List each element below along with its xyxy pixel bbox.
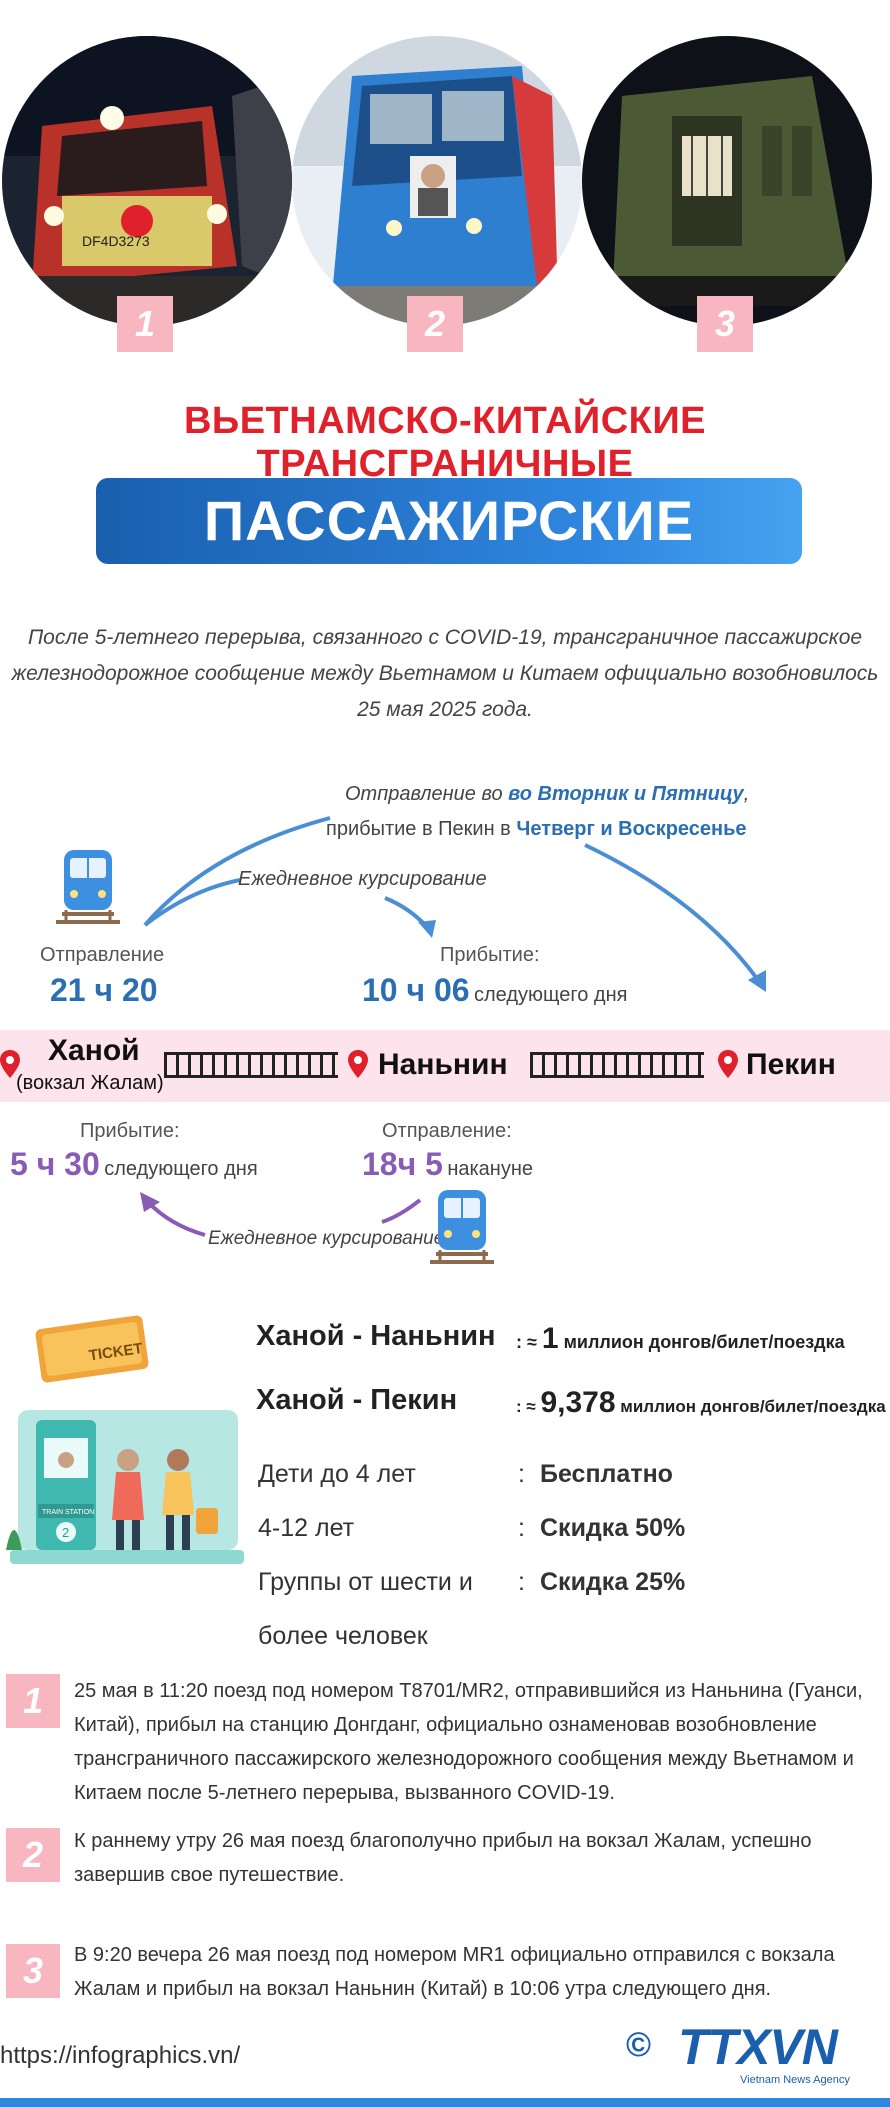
- discount-category: 4-12 лет: [258, 1514, 355, 1542]
- title-banner: ПАССАЖИРСКИЕ ПОЕЗДА: [96, 478, 802, 638]
- outbound-depart-label: Отправление: [40, 944, 165, 966]
- outbound-depart-time: 21 ч 20: [50, 972, 158, 1008]
- outbound-arrows: [143, 816, 766, 992]
- inbound-depart-note: накануне: [447, 1158, 534, 1180]
- train-icon-inbound: [430, 1186, 494, 1275]
- route-band: [0, 1030, 890, 1102]
- photo-locomotive-2: [292, 36, 582, 326]
- svg-text:DF4D3273: DF4D3273: [82, 233, 150, 249]
- ttxvn-logo: TTXVN: [678, 2019, 838, 2075]
- copyright-icon: ©: [626, 2026, 652, 2064]
- photo-number-badge: 1: [117, 296, 173, 352]
- intro-text: После 5-летнего перерыва, связанного с C…: [11, 626, 879, 721]
- price-route-beijing: Ханой - Пекин: [256, 1384, 458, 1416]
- inbound-arrows: [140, 1192, 422, 1237]
- station-illustration: TICKET TRAIN STATION 2: [0, 1310, 250, 1585]
- city-beijing: Пекин: [746, 1048, 836, 1081]
- price-value-beijing: : ≈ 9,378 миллион донгов/билет/поездка: [516, 1386, 886, 1419]
- note-number-badge: 2: [6, 1828, 60, 1882]
- outbound-arrive-label: Прибытие:: [440, 944, 540, 966]
- ticket-icon: TICKET: [35, 1315, 149, 1383]
- inbound-arrive-note: следующего дня: [104, 1158, 258, 1180]
- outbound-arrive-time: 10 ч 06: [362, 972, 470, 1008]
- discount-value: Бесплатно: [540, 1460, 673, 1488]
- pin-icon: [348, 1050, 368, 1078]
- outbound-arrive: 10 ч 06 следующего дня: [362, 972, 627, 1009]
- note-number-badge: 3: [6, 1944, 60, 1998]
- discount-category: Группы от шести и: [258, 1568, 473, 1596]
- discount-colon: :: [518, 1460, 525, 1488]
- photo-passenger-coach-3: [582, 36, 872, 326]
- inbound-depart-time: 18ч 5: [362, 1146, 443, 1182]
- train-icon-outbound: [56, 846, 120, 935]
- outbound-schedule-line2: прибытие в Пекин в Четверг и Воскресенье: [326, 818, 747, 840]
- discount-colon: :: [518, 1514, 525, 1542]
- photo-locomotive-1: DF4D3273: [2, 36, 292, 326]
- discount-value: Скидка 50%: [540, 1514, 686, 1542]
- city-nanning: Наньнин: [378, 1048, 508, 1081]
- city-hanoi-station: (вокзал Жалам): [16, 1072, 164, 1094]
- svg-text:TRAIN STATION: TRAIN STATION: [42, 1509, 94, 1516]
- outbound-schedule-line1: Отправление во во Вторник и Пятницу,: [345, 783, 750, 805]
- ttxvn-logo-sub: Vietnam News Agency: [740, 2074, 850, 2086]
- outbound-daily-label: Ежедневное курсирование: [238, 868, 487, 890]
- bottom-bar: [0, 2098, 890, 2107]
- rail-track: [164, 1052, 338, 1078]
- svg-text:2: 2: [62, 1525, 69, 1540]
- photo-number-badge: 3: [697, 296, 753, 352]
- price-value-nanning: : ≈ 1 миллион донгов/билет/поездка: [516, 1322, 845, 1355]
- footer-url[interactable]: https://infographics.vn/: [0, 2042, 241, 2069]
- inbound-daily-label: Ежедневное курсирование: [208, 1228, 445, 1249]
- city-hanoi: Ханой: [48, 1034, 140, 1067]
- outbound-arrive-note: следующего дня: [474, 984, 628, 1006]
- price-route-nanning: Ханой - Наньнин: [256, 1320, 496, 1352]
- title-line-1: ВЬЕТНАМСКО-КИТАЙСКИЕ ТРАНСГРАНИЧНЫЕ: [183, 400, 707, 485]
- pin-icon: [718, 1050, 738, 1078]
- inbound-depart-label: Отправление:: [382, 1120, 512, 1142]
- inbound-arrive-time: 5 ч 30: [10, 1146, 100, 1182]
- note-text: К раннему утру 26 мая поезд благополучно…: [74, 1830, 812, 1886]
- discount-category: Дети до 4 лет: [258, 1460, 416, 1488]
- photo-number-badge: 2: [407, 296, 463, 352]
- discount-category: более человек: [258, 1622, 428, 1650]
- note-text: В 9:20 вечера 26 мая поезд под номером M…: [74, 1944, 835, 2000]
- pin-icon: [0, 1050, 20, 1078]
- inbound-arrive-label: Прибытие:: [80, 1120, 180, 1142]
- inbound-depart: 18ч 5 накануне: [362, 1146, 533, 1183]
- discount-colon: :: [518, 1568, 525, 1596]
- note-text: 25 мая в 11:20 поезд под номером Т8701/M…: [74, 1680, 863, 1804]
- inbound-arrive: 5 ч 30 следующего дня: [10, 1146, 258, 1183]
- rail-track: [530, 1052, 704, 1078]
- discount-value: Скидка 25%: [540, 1568, 686, 1596]
- note-number-badge: 1: [6, 1674, 60, 1728]
